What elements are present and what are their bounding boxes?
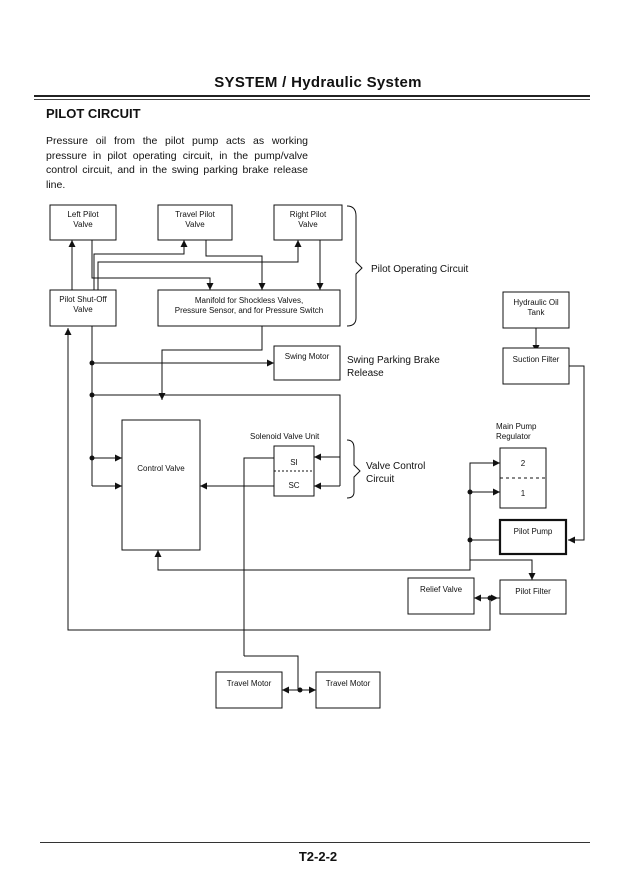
svg-text:Hydraulic Oil: Hydraulic Oil [513,298,559,307]
box-travel-motor-left: Travel Motor [215,671,283,709]
header-rule-thin [34,99,590,100]
label-main-pump-1: Main Pump [496,422,537,431]
svg-text:Manifold for Shockless Valves,: Manifold for Shockless Valves, [195,296,303,305]
junction-dots [89,360,493,693]
box-suction-filter: Suction Filter [502,347,570,385]
page-header-title: SYSTEM / Hydraulic System [214,74,422,91]
box-travel-motor-right: Travel Motor [315,671,381,709]
footer-rule [40,842,590,843]
svg-text:Valve: Valve [298,220,318,229]
svg-text:Tank: Tank [528,308,546,317]
box-pilot-filter: Pilot Filter [499,579,567,615]
section-title: PILOT CIRCUIT [46,106,141,121]
label-solenoid-valve-unit: Solenoid Valve Unit [250,432,320,441]
box-hydraulic-oil-tank: Hydraulic Oil Tank [502,291,570,329]
svg-text:Travel Pilot: Travel Pilot [175,210,215,219]
label-swing-parking-brake-2: Release [347,368,384,379]
svg-text:Valve: Valve [73,305,93,314]
circuit-lines [64,205,585,694]
box-swing-motor: Swing Motor [273,345,341,381]
svg-text:Travel Motor: Travel Motor [227,679,272,688]
header-rule-thick [34,95,590,97]
page-number: T2-2-2 [298,849,338,864]
svg-text:2: 2 [521,459,526,468]
svg-text:Pilot Filter: Pilot Filter [515,587,551,596]
label-swing-parking-brake-1: Swing Parking Brake [347,355,440,366]
box-travel-pilot-valve: Travel Pilot Valve [157,204,233,241]
box-left-pilot-valve: Left Pilot Valve [49,204,117,241]
svg-text:Relief Valve: Relief Valve [420,585,463,594]
box-solenoid-si-sc: SI SC [273,445,315,497]
svg-text:Valve: Valve [73,220,93,229]
svg-text:Control Valve: Control Valve [137,464,185,473]
box-relief-valve: Relief Valve [407,577,475,615]
svg-text:Valve: Valve [185,220,205,229]
svg-text:Pressure Sensor, and for Press: Pressure Sensor, and for Pressure Switch [175,306,324,315]
description-paragraph: Pressure oil from the pilot pump acts as… [46,135,308,191]
label-valve-control-2: Circuit [366,474,395,485]
box-control-valve: Control Valve [121,419,201,551]
label-pilot-operating-circuit: Pilot Operating Circuit [371,264,468,275]
svg-text:Pilot Pump: Pilot Pump [514,527,553,536]
si-label: SI [290,458,298,467]
svg-text:1: 1 [521,489,526,498]
box-right-pilot-valve: Right Pilot Valve [273,204,343,241]
sc-label: SC [288,481,299,490]
box-pilot-pump: Pilot Pump [498,518,568,556]
svg-text:Left Pilot: Left Pilot [67,210,99,219]
svg-text:Travel Motor: Travel Motor [326,679,371,688]
box-main-pump-regulator: 2 1 [499,447,547,509]
box-manifold: Manifold for Shockless Valves, Pressure … [157,289,341,327]
box-pilot-shutoff-valve: Pilot Shut-Off Valve [49,289,117,327]
svg-text:Suction Filter: Suction Filter [513,355,560,364]
svg-text:Pilot Shut-Off: Pilot Shut-Off [59,295,107,304]
label-main-pump-2: Regulator [496,432,531,441]
svg-text:Swing Motor: Swing Motor [285,352,330,361]
label-valve-control-1: Valve Control [366,461,425,472]
svg-text:Right Pilot: Right Pilot [290,210,327,219]
